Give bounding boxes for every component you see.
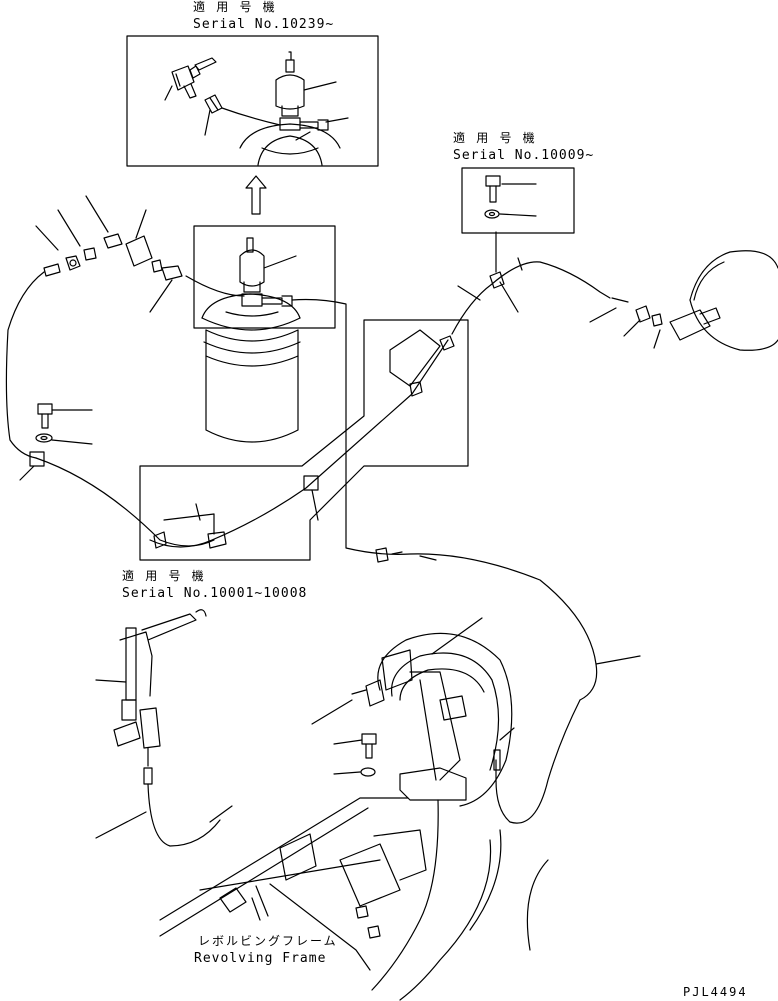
top-applicability-label: 適 用 号 機 [193, 0, 277, 14]
right-serial-label: Serial No.10009~ [453, 148, 595, 163]
left-hose [5, 271, 215, 547]
right-hose [451, 231, 778, 351]
frame-jp-label: レボルビングフレーム [198, 934, 338, 948]
long-hose [345, 454, 641, 824]
top-inset-box [126, 35, 379, 167]
mid-inset-box [139, 319, 469, 561]
mid-applicability-label: 適 用 号 機 [122, 569, 206, 583]
drawing-code: PJL4494 [683, 985, 748, 999]
hose-reel [311, 617, 513, 807]
fittings-chain [35, 195, 183, 313]
frame-en-label: Revolving Frame [194, 951, 327, 966]
right-inset-box [461, 167, 575, 234]
arrow-up-icon [245, 175, 267, 215]
right-applicability-label: 適 用 号 機 [453, 131, 537, 145]
grease-gun [95, 609, 233, 847]
revolving-frame [159, 797, 549, 1001]
top-serial-label: Serial No.10239~ [193, 17, 335, 32]
mid-serial-label: Serial No.10001~10008 [122, 586, 308, 601]
grease-pump-pail [185, 225, 347, 456]
